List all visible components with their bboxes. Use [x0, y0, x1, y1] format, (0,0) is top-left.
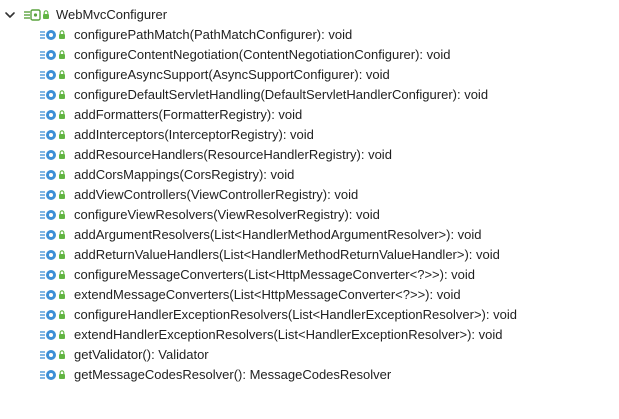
- method-public-icon: [39, 348, 69, 362]
- method-public-icon: [39, 248, 69, 262]
- chevron-down-icon[interactable]: [4, 9, 16, 21]
- method-label: addCorsMappings(CorsRegistry): void: [74, 167, 295, 182]
- method-public-icon: [39, 68, 69, 82]
- method-row[interactable]: getMessageCodesResolver(): MessageCodesR…: [0, 365, 619, 385]
- method-label: configureViewResolvers(ViewResolverRegis…: [74, 207, 380, 222]
- method-label: addResourceHandlers(ResourceHandlerRegis…: [74, 147, 392, 162]
- method-row[interactable]: addReturnValueHandlers(List<HandlerMetho…: [0, 245, 619, 265]
- method-row[interactable]: configureAsyncSupport(AsyncSupportConfig…: [0, 65, 619, 85]
- method-row[interactable]: configureContentNegotiation(ContentNegot…: [0, 45, 619, 65]
- method-label: configureMessageConverters(List<HttpMess…: [74, 267, 476, 282]
- method-label: addReturnValueHandlers(List<HandlerMetho…: [74, 247, 500, 262]
- method-label: configureContentNegotiation(ContentNegot…: [74, 47, 451, 62]
- method-label: configureAsyncSupport(AsyncSupportConfig…: [74, 67, 390, 82]
- method-label: extendHandlerExceptionResolvers(List<Han…: [74, 327, 503, 342]
- method-row[interactable]: extendMessageConverters(List<HttpMessage…: [0, 285, 619, 305]
- method-row[interactable]: addInterceptors(InterceptorRegistry): vo…: [0, 125, 619, 145]
- interface-icon: [22, 8, 52, 22]
- method-public-icon: [39, 28, 69, 42]
- method-row[interactable]: extendHandlerExceptionResolvers(List<Han…: [0, 325, 619, 345]
- method-public-icon: [39, 128, 69, 142]
- tree-root-webmvcconfigurer[interactable]: WebMvcConfigurer: [0, 5, 619, 25]
- method-label: addInterceptors(InterceptorRegistry): vo…: [74, 127, 314, 142]
- method-row[interactable]: configureMessageConverters(List<HttpMess…: [0, 265, 619, 285]
- method-public-icon: [39, 228, 69, 242]
- method-public-icon: [39, 328, 69, 342]
- method-label: getMessageCodesResolver(): MessageCodesR…: [74, 367, 392, 382]
- method-row[interactable]: addArgumentResolvers(List<HandlerMethodA…: [0, 225, 619, 245]
- method-label: extendMessageConverters(List<HttpMessage…: [74, 287, 461, 302]
- method-public-icon: [39, 288, 69, 302]
- method-row[interactable]: addFormatters(FormatterRegistry): void: [0, 105, 619, 125]
- method-row[interactable]: configurePathMatch(PathMatchConfigurer):…: [0, 25, 619, 45]
- tree-root-label: WebMvcConfigurer: [56, 7, 168, 22]
- method-public-icon: [39, 308, 69, 322]
- method-public-icon: [39, 168, 69, 182]
- method-row[interactable]: addResourceHandlers(ResourceHandlerRegis…: [0, 145, 619, 165]
- method-label: addFormatters(FormatterRegistry): void: [74, 107, 303, 122]
- method-label: configureDefaultServletHandling(DefaultS…: [74, 87, 489, 102]
- method-label: configurePathMatch(PathMatchConfigurer):…: [74, 27, 353, 42]
- method-row[interactable]: addCorsMappings(CorsRegistry): void: [0, 165, 619, 185]
- method-public-icon: [39, 268, 69, 282]
- method-label: addViewControllers(ViewControllerRegistr…: [74, 187, 359, 202]
- method-public-icon: [39, 148, 69, 162]
- method-label: getValidator(): Validator: [74, 347, 209, 362]
- method-row[interactable]: getValidator(): Validator: [0, 345, 619, 365]
- method-row[interactable]: configureViewResolvers(ViewResolverRegis…: [0, 205, 619, 225]
- method-row[interactable]: configureDefaultServletHandling(DefaultS…: [0, 85, 619, 105]
- method-public-icon: [39, 188, 69, 202]
- method-label: addArgumentResolvers(List<HandlerMethodA…: [74, 227, 482, 242]
- method-public-icon: [39, 88, 69, 102]
- method-row[interactable]: configureHandlerExceptionResolvers(List<…: [0, 305, 619, 325]
- method-public-icon: [39, 48, 69, 62]
- method-public-icon: [39, 108, 69, 122]
- method-public-icon: [39, 208, 69, 222]
- method-label: configureHandlerExceptionResolvers(List<…: [74, 307, 517, 322]
- method-row[interactable]: addViewControllers(ViewControllerRegistr…: [0, 185, 619, 205]
- method-public-icon: [39, 368, 69, 382]
